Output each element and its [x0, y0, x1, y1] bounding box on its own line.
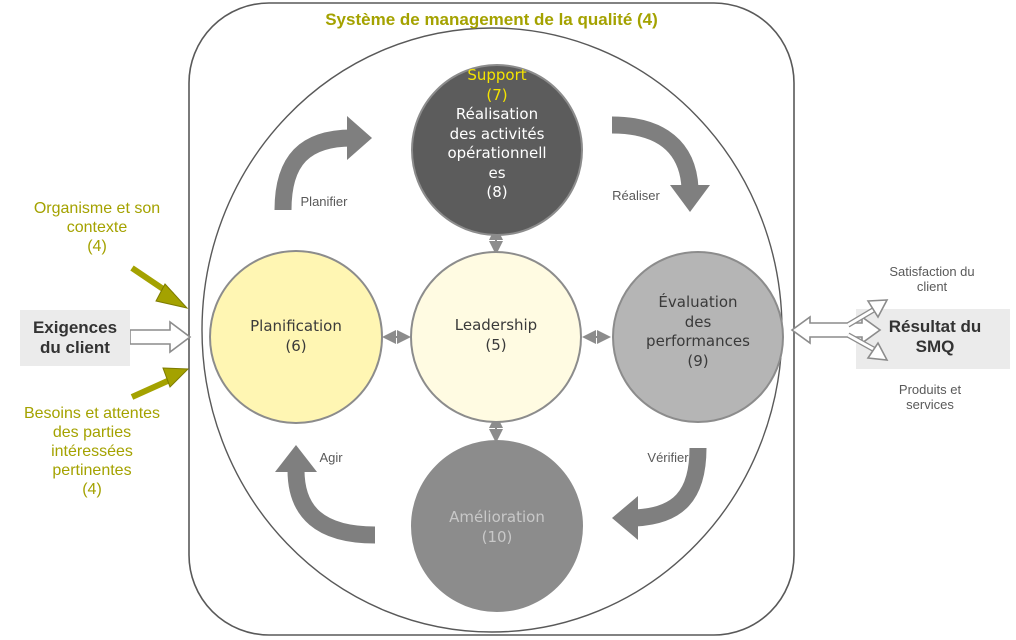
- output-products: Produits et services: [898, 382, 962, 413]
- output-satisfaction: Satisfaction du client: [889, 264, 975, 295]
- input-interested-parties: Besoins et attentes des parties intéress…: [23, 405, 161, 498]
- arrow-to-satisfaction: [846, 299, 889, 328]
- circle-planning: [209, 250, 383, 424]
- qms-title: Système de management de la qualité (4): [325, 10, 658, 29]
- improvement-text: Amélioration (10): [449, 508, 545, 546]
- client-requirements-box: Exigences du client: [20, 310, 130, 366]
- planning-text: Planification (6): [250, 317, 342, 355]
- arrow-to-products: [846, 332, 889, 361]
- arrow-parties-input: [130, 367, 190, 400]
- cycle-arrow-do: [611, 116, 710, 212]
- label-do: Réaliser: [612, 188, 660, 203]
- evaluation-text: Évaluation des performances (9): [646, 293, 750, 370]
- leadership-text: Leadership (5): [454, 316, 538, 354]
- cycle-arrow-act: [275, 445, 376, 544]
- arrow-requirements-input: [129, 320, 192, 354]
- cycle-arrow-check: [612, 447, 707, 540]
- operation-text: Support (7) Réalisation des activités op…: [420, 66, 574, 203]
- label-act: Agir: [319, 450, 343, 465]
- support-number: (7): [486, 85, 508, 104]
- circle-improvement: [411, 440, 583, 612]
- input-context: Organisme et son contexte (4): [33, 200, 161, 255]
- label-plan: Planifier: [300, 194, 348, 209]
- circle-leadership: [410, 251, 582, 423]
- circle-operation: [411, 64, 583, 236]
- circle-evaluation: [612, 251, 784, 423]
- arrow-system-result: [790, 315, 882, 345]
- support-label: Support: [467, 66, 527, 84]
- qms-frame: [188, 2, 795, 636]
- arrow-context-input: [130, 265, 189, 309]
- cycle-arrow-plan: [274, 116, 372, 211]
- result-label: Résultat du SMQ: [888, 317, 982, 357]
- label-check: Vérifier: [647, 450, 689, 465]
